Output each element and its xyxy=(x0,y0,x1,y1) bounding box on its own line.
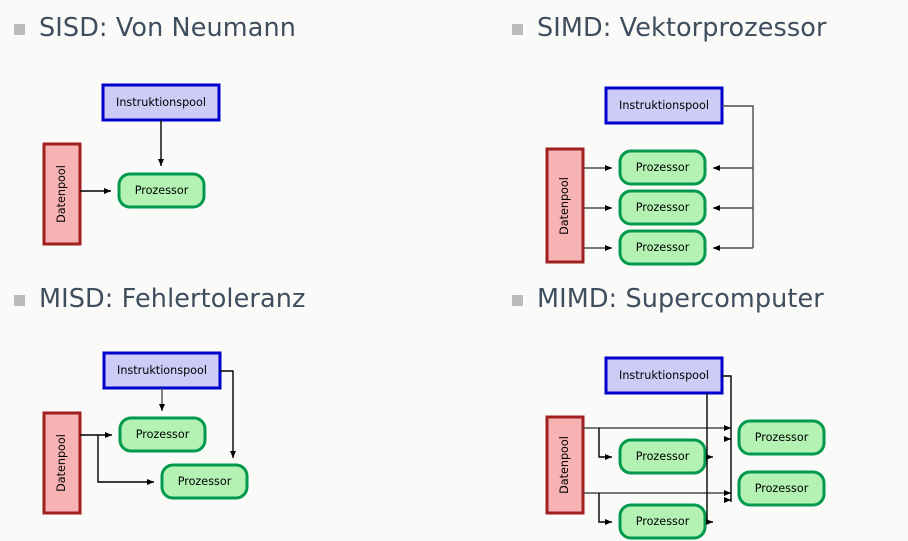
data-pool-label: Datenpool xyxy=(558,177,571,235)
processor-label: Prozessor xyxy=(755,431,809,444)
data-pool-box xyxy=(42,411,82,515)
bullet-square-icon xyxy=(512,24,523,36)
arrow-data-to-processor xyxy=(97,435,154,485)
instruction-pool-label: Instruktionspool xyxy=(619,369,709,382)
bullet-square-icon xyxy=(14,24,25,36)
diagram-misd: Instruktionspool Datenpool Prozessor Pro… xyxy=(0,327,454,541)
instruction-bus-line xyxy=(722,375,732,502)
heading-misd: MISD: Fehlertoleranz xyxy=(14,284,306,314)
instruction-pool-box xyxy=(604,356,724,395)
diagram-sisd: Instruktionspool Datenpool Prozessor xyxy=(0,56,454,270)
processor-label: Prozessor xyxy=(136,428,190,441)
processor-box xyxy=(618,503,707,540)
diagram-simd: Instruktionspool Datenpool Prozessor Pro… xyxy=(454,56,908,270)
processor-label: Prozessor xyxy=(755,482,809,495)
diagram-mimd: Instruktionspool Datenpool Prozessor Pro… xyxy=(454,327,908,541)
processor-label: Prozessor xyxy=(636,201,690,214)
instruction-pool-label: Instruktionspool xyxy=(619,99,709,112)
processor-box xyxy=(118,416,207,453)
processor-label: Prozessor xyxy=(135,184,189,197)
data-pool-label: Datenpool xyxy=(558,436,571,494)
data-pool-label: Datenpool xyxy=(55,434,68,492)
page-title-sisd: SISD: Von Neumann xyxy=(39,13,296,43)
processor-label: Prozessor xyxy=(636,450,690,463)
quadrant-mimd: MIMD: Supercomputer Instruktionspool Dat… xyxy=(454,271,908,541)
processor-box xyxy=(618,438,707,475)
heading-mimd: MIMD: Supercomputer xyxy=(512,284,824,314)
page-title-misd: MISD: Fehlertoleranz xyxy=(39,284,306,314)
instruction-bus-line xyxy=(706,393,713,525)
processor-box xyxy=(737,470,826,507)
instruction-pool-label: Instruktionspool xyxy=(117,364,207,377)
data-pool-label: Datenpool xyxy=(55,165,68,223)
instruction-pool-label: Instruktionspool xyxy=(116,96,206,109)
page-title-simd: SIMD: Vektorprozessor xyxy=(537,13,827,43)
data-pool-box xyxy=(42,142,82,246)
processor-box xyxy=(160,463,249,500)
processor-box xyxy=(117,172,206,209)
processor-box xyxy=(618,229,707,266)
processor-box xyxy=(618,149,707,186)
arrow-data-to-processor xyxy=(598,428,612,460)
processor-box xyxy=(737,419,826,456)
quadrant-sisd: SISD: Von Neumann Instruktionspool Daten… xyxy=(0,0,454,270)
instruction-bus-line xyxy=(220,370,236,458)
processor-label: Prozessor xyxy=(636,241,690,254)
data-pool-box xyxy=(545,147,585,264)
arrow-data-to-processor xyxy=(598,493,612,525)
instruction-bus-line xyxy=(722,105,754,248)
quadrant-misd: MISD: Fehlertoleranz Instruktionspool Da… xyxy=(0,271,454,541)
processor-box xyxy=(618,189,707,226)
heading-simd: SIMD: Vektorprozessor xyxy=(512,13,827,43)
processor-label: Prozessor xyxy=(636,161,690,174)
quadrant-simd: SIMD: Vektorprozessor Instruktionspool D… xyxy=(454,0,908,270)
data-pool-box xyxy=(545,415,585,515)
page-title-mimd: MIMD: Supercomputer xyxy=(537,284,824,314)
bullet-square-icon xyxy=(512,295,523,307)
bullet-square-icon xyxy=(14,295,25,307)
processor-label: Prozessor xyxy=(178,475,232,488)
heading-sisd: SISD: Von Neumann xyxy=(14,13,296,43)
processor-label: Prozessor xyxy=(636,515,690,528)
instruction-pool-box xyxy=(604,86,724,125)
